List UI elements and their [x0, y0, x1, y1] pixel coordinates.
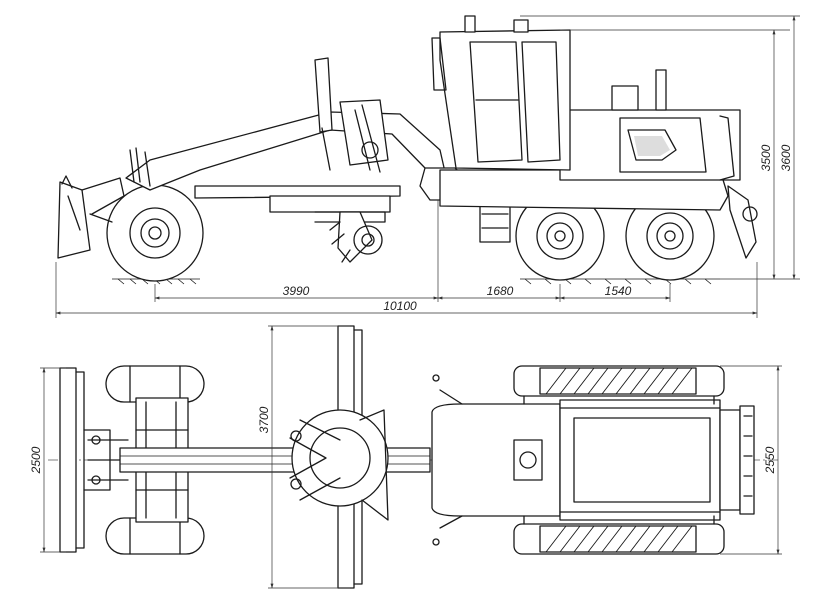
engine-hood: [439, 109, 741, 211]
exhaust-pipe: [611, 69, 667, 111]
rear-ripper: [727, 185, 758, 259]
lift-cylinders: [314, 57, 389, 173]
dim-label-3700: 3700: [257, 406, 271, 433]
dim-label-10100: 10100: [383, 299, 417, 313]
side-view: 3990 1680 1540 10100 3500 3600: [55, 15, 800, 318]
front-wheel-top-right: [105, 517, 205, 555]
main-frame: [125, 111, 446, 191]
dim-label-3500: 3500: [759, 144, 773, 171]
front-wheel: [106, 184, 204, 282]
cab-top: [431, 374, 561, 546]
top-view: 2500 3700 2550: [29, 325, 782, 589]
rear-ripper-top: [719, 405, 755, 515]
front-blade-top: [59, 367, 129, 553]
dim-label-2500: 2500: [29, 446, 43, 474]
drawbar: [194, 185, 401, 223]
moldboard-top: [289, 325, 389, 589]
front-wheel-top-left: [105, 365, 205, 403]
top-dimensions: [40, 325, 782, 589]
dim-label-1540: 1540: [605, 284, 632, 298]
operator-cab: [431, 15, 571, 171]
moldboard-side: [329, 211, 383, 263]
dim-label-3990: 3990: [283, 284, 310, 298]
rear-tandem-left: [513, 365, 725, 405]
engine-top: [559, 399, 721, 521]
dim-label-1680: 1680: [487, 284, 514, 298]
rear-tandem-right: [513, 515, 725, 555]
dim-label-2550: 2550: [763, 446, 777, 474]
side-dimensions: [55, 15, 800, 318]
dim-label-3600: 3600: [779, 144, 793, 171]
front-dozer-blade: [57, 175, 125, 259]
rear-wheel-2: [625, 191, 715, 281]
